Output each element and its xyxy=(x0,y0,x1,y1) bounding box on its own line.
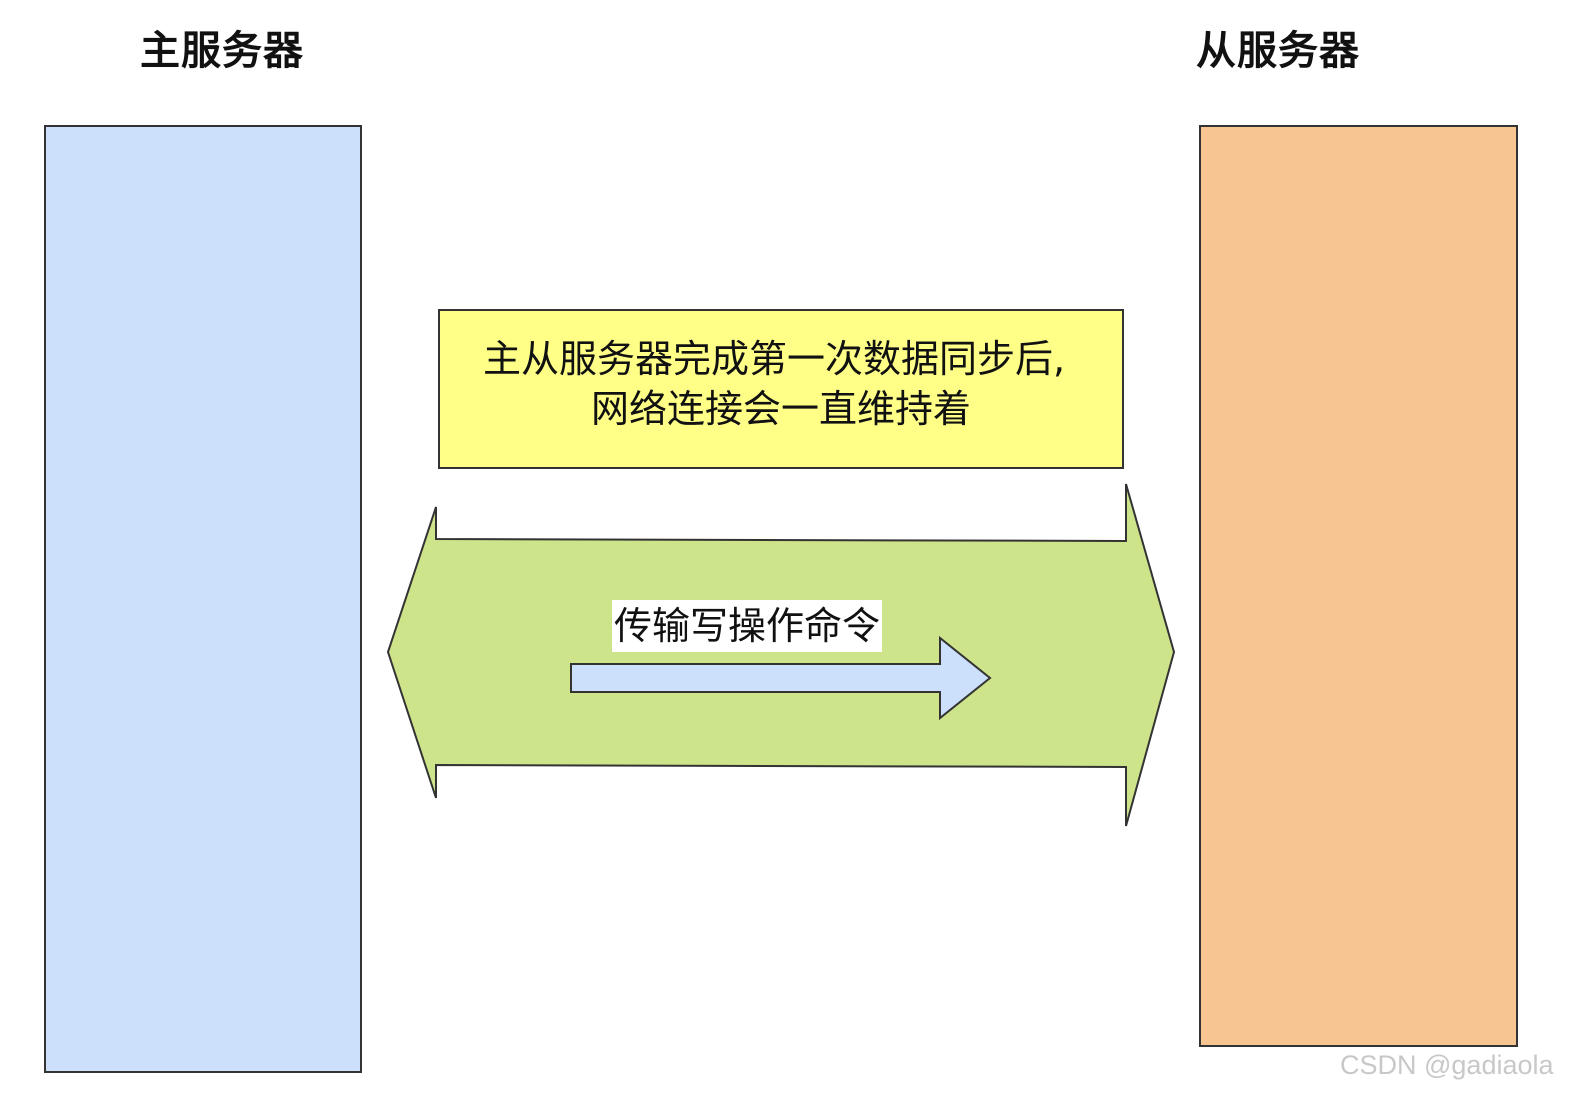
slave-server-box xyxy=(1199,125,1518,1047)
right-arrow-icon xyxy=(570,635,992,721)
watermark: CSDN @gadiaola xyxy=(1340,1050,1554,1080)
slave-server-title: 从服务器 xyxy=(1196,28,1360,74)
master-server-box xyxy=(44,125,362,1073)
master-server-title: 主服务器 xyxy=(140,28,304,74)
sync-note-line-1: 主从服务器完成第一次数据同步后, xyxy=(482,337,1066,381)
double-headed-connection-arrow xyxy=(386,483,1176,827)
transfer-write-commands-label: 传输写操作命令 xyxy=(612,600,883,652)
sync-note-line-2: 网络连接会一直维持着 xyxy=(590,387,971,431)
sync-note-box: 主从服务器完成第一次数据同步后, 网络连接会一直维持着 xyxy=(438,309,1124,469)
